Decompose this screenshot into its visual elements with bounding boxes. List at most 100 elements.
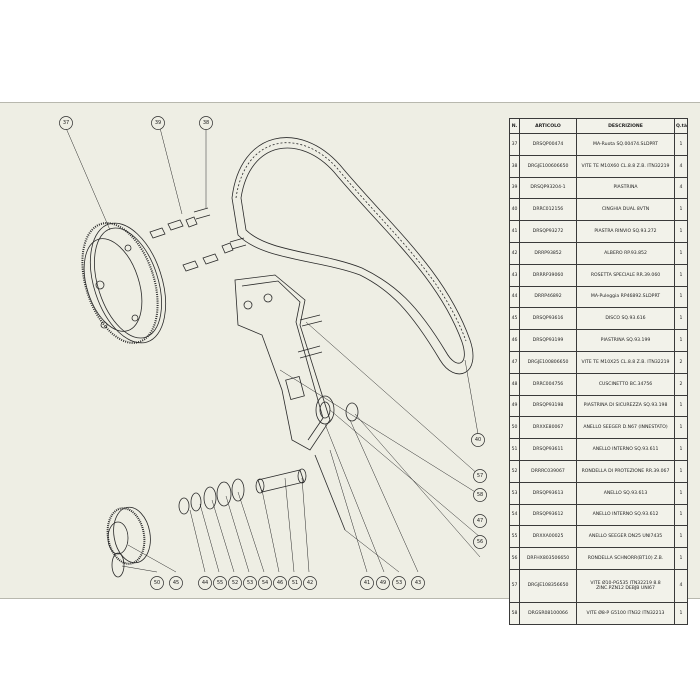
bom-cell: 1 <box>674 133 688 156</box>
bom-cell: ANELLO INTERNO SQ.93.611 <box>576 438 675 461</box>
bom-cell: 1 <box>674 307 688 331</box>
bom-cell: DRSQP93204-1 <box>519 176 577 200</box>
snap-ring <box>111 552 125 578</box>
bom-cell: 43 <box>509 263 520 287</box>
bom-cell: DRGSR08100066 <box>519 601 577 625</box>
bom-cell: DISCO SQ.93.616 <box>576 307 675 331</box>
bom-cell: DRGJE100606650 <box>519 154 577 178</box>
balloon-label: 51 <box>292 580 298 586</box>
balloon-label: 58 <box>477 492 483 498</box>
bom-cell: 1 <box>674 503 688 527</box>
drive-belt <box>231 137 474 375</box>
bom-header-cell: N. <box>509 118 520 134</box>
balloon-circle <box>411 576 425 590</box>
bom-cell: DRSQP93612 <box>519 503 577 527</box>
balloon-label: 54 <box>262 580 268 586</box>
bom-cell: PIASTRA RINVIO SQ.93.272 <box>576 220 675 243</box>
bom-cell: ANELLO INTERNO SQ.93.612 <box>576 503 675 527</box>
balloon-label: 37 <box>63 120 69 126</box>
screw-47 <box>299 314 323 327</box>
bom-cell: 1 <box>674 329 688 352</box>
balloon-label: 56 <box>477 539 483 545</box>
bom-cell: ANELLO SEEGER DN25 UNI7435 <box>576 525 675 549</box>
bom-cell: 58 <box>509 601 520 625</box>
balloon-circle <box>228 576 242 590</box>
bom-cell: 1 <box>674 547 688 570</box>
bom-cell: CINGHIA DUAL 8VTN <box>576 198 675 222</box>
bom-cell: 55 <box>509 525 520 549</box>
bom-cell: VITE TE M10X25 CL.8.8 Z.B. ITN32219 <box>576 350 675 374</box>
bom-cell: RONDELLA DI PROTEZIONE RR.39.067 <box>576 459 675 483</box>
bom-cell: 54 <box>509 503 520 527</box>
bom-cell: 1 <box>674 601 688 625</box>
bom-cell: CUSCINETTO BC.34756 <box>576 372 675 396</box>
bom-cell: ANELLO SQ.93.613 <box>576 481 675 505</box>
bom-cell: DRFHX803506650 <box>519 547 577 570</box>
balloon-circle <box>213 576 227 590</box>
long-screw <box>314 454 346 531</box>
shaft <box>255 468 307 494</box>
bom-cell: DRRRP39060 <box>519 263 577 287</box>
bom-cell: DRSQP00474 <box>519 133 577 156</box>
bom-cell: 1 <box>674 416 688 440</box>
screw-set-upper <box>149 207 211 239</box>
bom-cell: 37 <box>509 133 520 156</box>
spacer-rings <box>178 478 245 515</box>
bom-cell: 1 <box>674 220 688 243</box>
bom-cell: DRGJE108356650 <box>519 568 577 603</box>
bom-cell: 1 <box>674 525 688 549</box>
balloon-circle <box>59 116 73 130</box>
bom-cell: 4 <box>674 154 688 178</box>
bom-cell: 49 <box>509 394 520 418</box>
balloon-label: 40 <box>475 437 481 443</box>
balloon-circle <box>150 576 164 590</box>
bom-cell: 53 <box>509 481 520 505</box>
balloon-label: 55 <box>217 580 223 586</box>
bom-cell: 1 <box>674 198 688 222</box>
bom-cell: DRGJE100806650 <box>519 350 577 374</box>
balloon-circle <box>198 576 212 590</box>
screw-set-lower <box>182 237 247 272</box>
balloon-circle <box>473 488 487 502</box>
balloon-label: 45 <box>173 580 179 586</box>
bom-cell: 50 <box>509 416 520 440</box>
balloon-label: 47 <box>477 518 483 524</box>
bom-cell: DRRC004756 <box>519 372 577 396</box>
balloon-circle <box>258 576 272 590</box>
balloon-circle <box>473 535 487 549</box>
exploded-assembly-drawing: 3739384057584756504544555253544651424149… <box>59 116 487 590</box>
bom-cell: 2 <box>674 350 688 374</box>
bom-cell: 56 <box>509 547 520 570</box>
bom-cell: RONDELLA SCHNORR(BT10) Z.B. <box>576 547 675 570</box>
balloon-label: 44 <box>202 580 208 586</box>
balloon-label: 39 <box>155 120 161 126</box>
bom-cell: 1 <box>674 285 688 309</box>
balloon-label: 38 <box>203 120 209 126</box>
bom-cell: DRSQP93616 <box>519 307 577 331</box>
balloon-circle <box>473 514 487 528</box>
bom-cell: VITE Ø10-PG535 ITN32219 8.8 ZINC.PZN12 D… <box>576 568 675 603</box>
bom-cell: 57 <box>509 568 520 603</box>
idler-pulley <box>315 395 359 425</box>
bom-header-cell: ARTICOLO <box>519 118 577 134</box>
balloon-circle <box>303 576 317 590</box>
balloon-circle <box>376 576 390 590</box>
bom-cell: ROSETTA SPECIALE RR.39.060 <box>576 263 675 287</box>
bom-cell: VITE TE M10X60 CL.8.8 Z.B. ITN32219 <box>576 154 675 178</box>
